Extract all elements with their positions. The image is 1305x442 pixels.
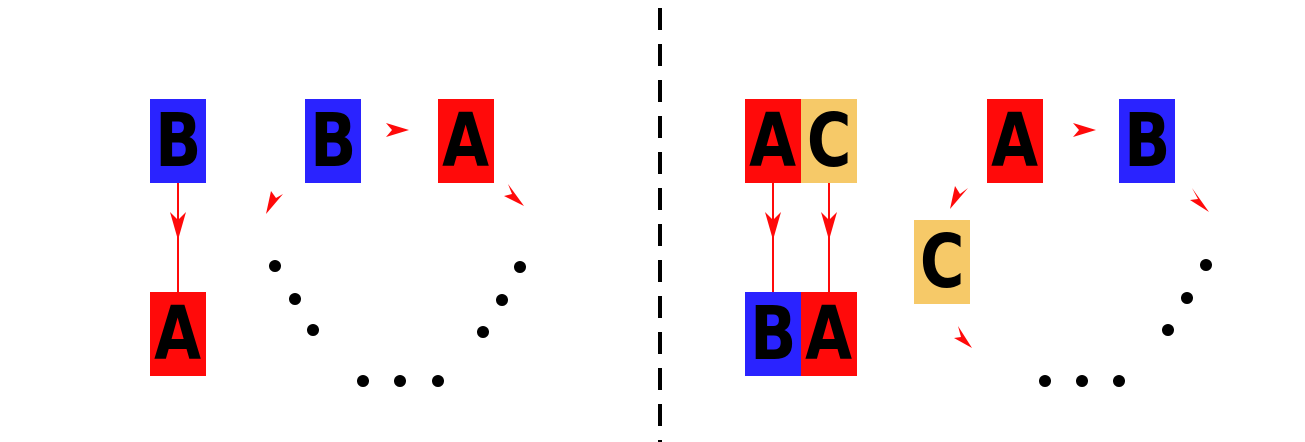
ellipsis-dot [1113,375,1125,387]
cycle-arrowhead [1190,188,1209,212]
panel-divider [658,8,662,442]
ellipsis-dot [1076,375,1088,387]
node-a-cycle-right: A [987,99,1043,183]
node-b-cycle-right: B [1119,99,1175,183]
node-a-chain-bottom: A [150,292,206,376]
ellipsis-dot [357,375,369,387]
ellipsis-dot [1200,259,1212,271]
ellipsis-dot [496,294,508,306]
cycle-arrowhead [950,186,968,209]
node-c-cycle-right: C [914,220,970,304]
chain-arrowhead-right-c [821,212,837,240]
node-b-cycle: B [305,99,361,183]
cycle-arrowhead [386,123,409,137]
cycle-arrowhead [954,326,972,348]
ellipsis-dot [432,375,444,387]
ellipsis-dot [1039,375,1051,387]
chain-arrowhead-left [170,212,186,240]
node-b-chain-top: B [150,99,206,183]
cycle-arrowhead [1073,123,1096,137]
cycle-arrowhead [504,184,524,206]
ellipsis-dot [307,324,319,336]
cycle-arrowhead [266,191,283,214]
ellipsis-dot [1181,292,1193,304]
node-a-pair-top: A [745,99,801,183]
node-a-pair-bottom: A [801,292,857,376]
ellipsis-dot [514,261,526,273]
node-c-pair-top: C [801,99,857,183]
ellipsis-dot [477,326,489,338]
ellipsis-dot [394,375,406,387]
ellipsis-dot [269,260,281,272]
ellipsis-dot [1162,324,1174,336]
node-a-cycle: A [438,99,494,183]
node-b-pair-bottom: B [745,292,801,376]
chain-arrowhead-right-a [765,212,781,240]
ellipsis-dot [289,293,301,305]
